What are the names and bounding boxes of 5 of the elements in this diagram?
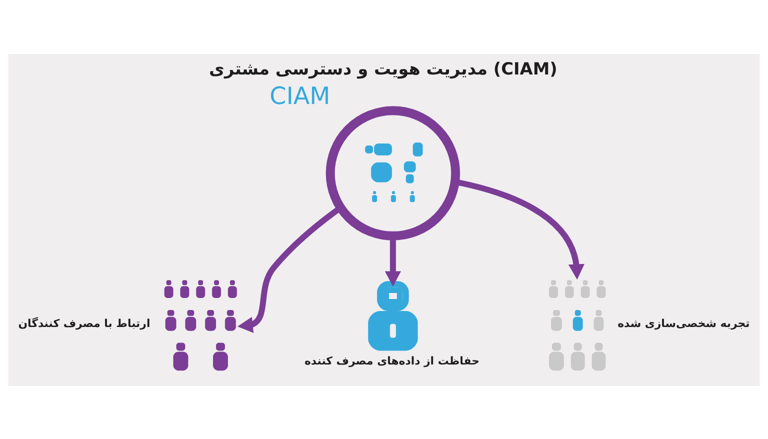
node-label: تجربه شخصی‌سازی شده [618,316,750,330]
node-label: CIAM [270,81,330,110]
diagram-title: مدیریت هویت و دسترسی مشتری (CIAM) [209,58,558,78]
node-label: ارتباط با مصرف کنندگان [18,316,150,330]
node-label: حفاظت از داده‌های مصرف کننده [304,354,480,367]
